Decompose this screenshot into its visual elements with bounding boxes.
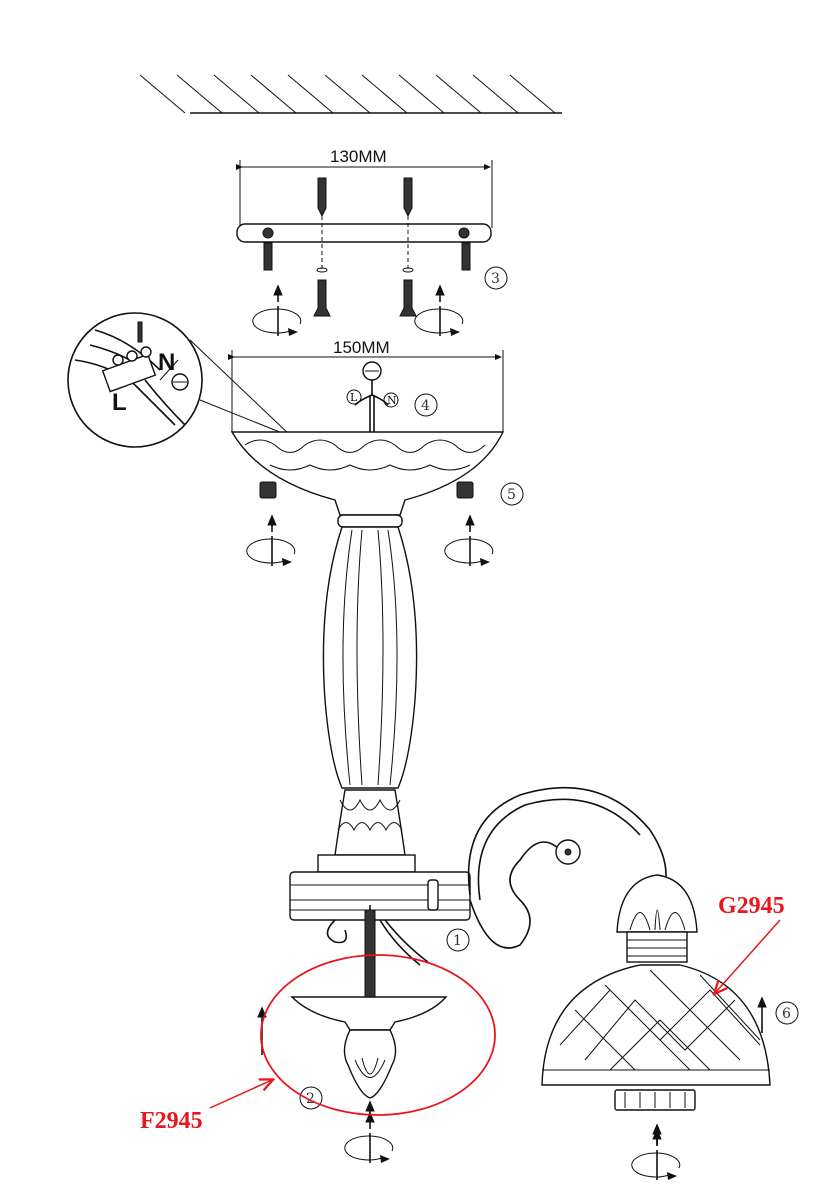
- hatch-line: [361, 74, 408, 114]
- glass-shade: [541, 964, 771, 1111]
- step-3: 3: [491, 271, 500, 287]
- rotate-icon: [252, 284, 302, 336]
- canopy: [228, 350, 505, 516]
- neutral-wire-label: N: [387, 394, 397, 407]
- hatch-line: [472, 74, 519, 114]
- hatch-line: [287, 74, 334, 114]
- hatch-line: [435, 74, 482, 114]
- canopy-nuts: [259, 481, 474, 499]
- highlight-annotations: [209, 919, 781, 1116]
- hatch-line: [176, 74, 223, 114]
- step-markers: [299, 266, 799, 1110]
- canopy-width-label: 150MM: [333, 338, 390, 357]
- hatch-line: [324, 74, 371, 114]
- rotation-symbols: [246, 284, 681, 1180]
- hatch-line: [139, 74, 186, 114]
- mounting-plate: [236, 160, 493, 271]
- column: [289, 514, 471, 966]
- rotate-icon: [444, 514, 494, 566]
- hatch-line: [398, 74, 445, 114]
- arm: [467, 786, 698, 963]
- plate-width-label: 130MM: [330, 147, 387, 166]
- shade-part-code: G2945: [718, 893, 785, 919]
- rotate-icon: [344, 1111, 394, 1163]
- rotate-icon: [631, 1128, 681, 1180]
- step-1: 1: [453, 933, 462, 949]
- bottom-cup: [290, 996, 448, 1099]
- step-5: 5: [507, 487, 516, 503]
- live-wire-label: L: [350, 391, 358, 404]
- bottom-part-code: F2945: [140, 1108, 203, 1134]
- inset-live-label: L: [112, 389, 127, 416]
- hatch-line: [509, 74, 556, 114]
- step-4: 4: [421, 398, 430, 414]
- step-6: 6: [782, 1006, 791, 1022]
- rotate-icon: [246, 514, 296, 566]
- screws: [313, 177, 417, 317]
- step-2: 2: [306, 1091, 315, 1107]
- ceiling: [139, 74, 562, 114]
- threaded-rod: [364, 909, 376, 999]
- wiring-inset: [67, 312, 293, 448]
- rotate-icon: [414, 284, 464, 336]
- hatch-line: [250, 74, 297, 114]
- hatch-line: [213, 74, 260, 114]
- inset-neutral-label: N: [158, 349, 175, 376]
